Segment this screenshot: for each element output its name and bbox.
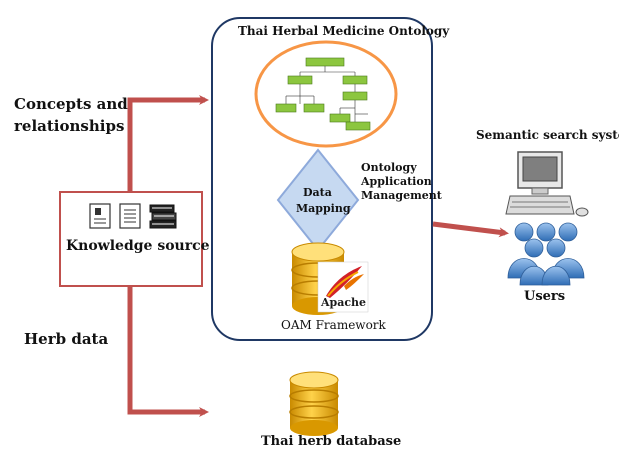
herb-data-label: Herb data: [24, 330, 109, 348]
users-icon: [507, 222, 585, 286]
document-icon: [89, 203, 111, 229]
oam-label-line3: Management: [361, 189, 442, 202]
ontology-framework-box: [211, 17, 433, 341]
knowledge-source-label: Knowledge source: [66, 238, 210, 254]
oam-label-line1: Ontology: [361, 161, 417, 174]
data-mapping-label-line1: Data: [303, 186, 332, 199]
thai-herb-database-label: Thai herb database: [261, 434, 402, 449]
arrow-to-users: [432, 221, 509, 238]
oam-framework-label: OAM Framework: [281, 318, 386, 332]
concepts-label-line1: Concepts and: [14, 95, 128, 113]
concepts-label-line2: relationships: [14, 117, 125, 135]
data-mapping-label-line2: Mapping: [296, 202, 351, 215]
computer-icon: [505, 151, 589, 217]
users-label: Users: [524, 289, 566, 304]
data-mapping-diamond: [276, 148, 360, 252]
books-icon: [149, 204, 177, 229]
document-icon: [119, 203, 141, 229]
arrows: [127, 95, 509, 417]
apache-logo-text: Apache: [321, 296, 367, 309]
ontology-tree-icon: [275, 57, 371, 131]
ontology-title: Thai Herbal Medicine Ontology: [238, 24, 450, 38]
ontology-ellipse: [254, 40, 398, 148]
arrow-to-ontology: [127, 95, 209, 192]
apache-feather-icon: [317, 261, 369, 313]
oam-label-line2: Application: [361, 175, 432, 188]
arrow-to-thai-herb-db: [127, 286, 209, 417]
thai-herb-database-icon: [289, 371, 339, 436]
semantic-search-label: Semantic search system: [476, 128, 619, 142]
